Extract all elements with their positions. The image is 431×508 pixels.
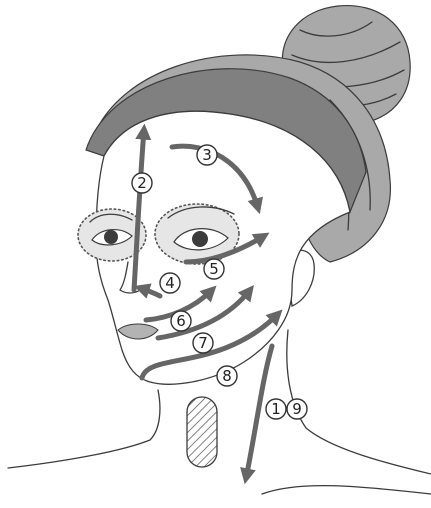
svg-text:8: 8 (222, 367, 232, 385)
svg-text:4: 4 (165, 274, 175, 292)
step-label-9: 9 (287, 399, 307, 419)
step-label-2: 2 (132, 173, 152, 193)
svg-text:9: 9 (292, 400, 302, 418)
svg-text:1: 1 (271, 400, 281, 418)
svg-text:3: 3 (202, 146, 212, 164)
step-label-7: 7 (193, 333, 213, 353)
step-label-6: 6 (171, 311, 191, 331)
step-label-3: 3 (197, 145, 217, 165)
throat-area (187, 397, 217, 467)
svg-text:5: 5 (209, 260, 219, 278)
step-label-5: 5 (204, 259, 224, 279)
svg-text:6: 6 (176, 312, 186, 330)
step-label-1: 1 (266, 399, 286, 419)
svg-text:2: 2 (137, 174, 147, 192)
step-label-8: 8 (217, 366, 237, 386)
step-label-4: 4 (160, 273, 180, 293)
svg-text:7: 7 (198, 334, 208, 352)
